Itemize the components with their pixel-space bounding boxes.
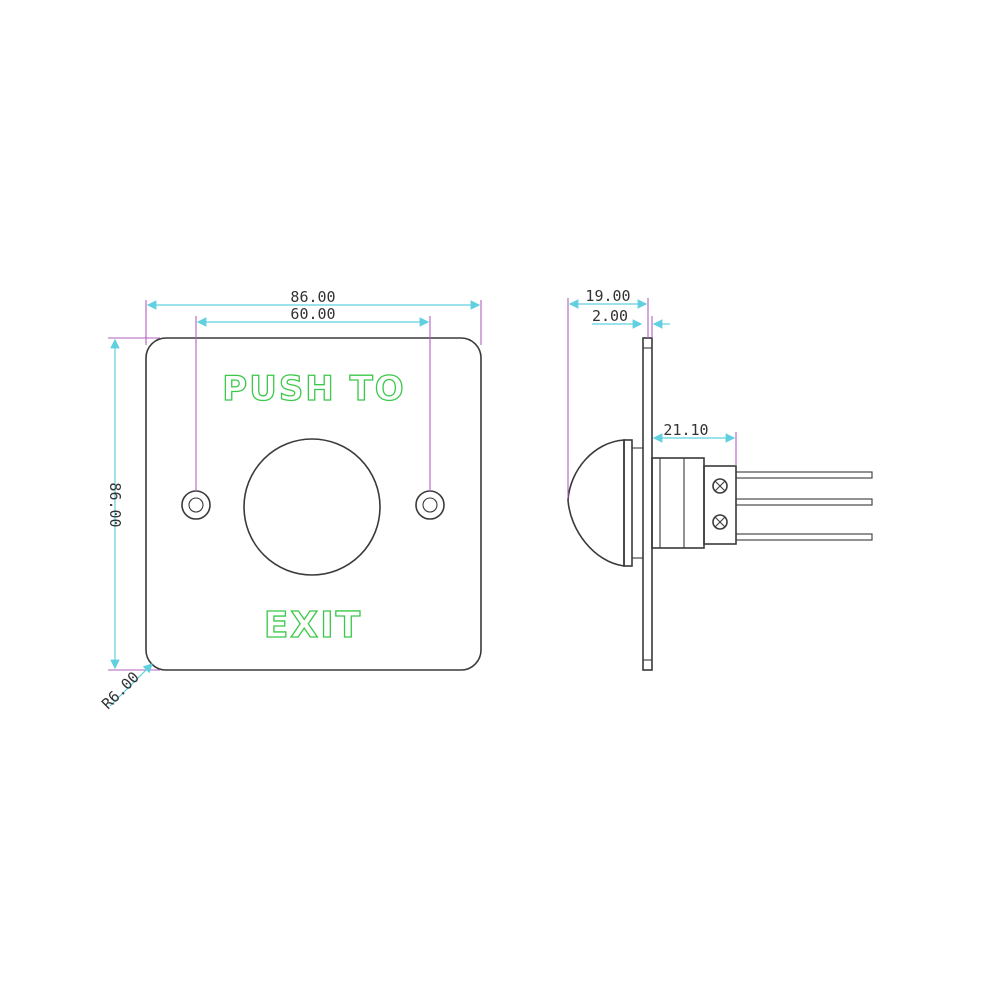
push-button <box>243 438 381 576</box>
terminal-pin-1 <box>735 471 873 479</box>
dimension-body-depth: 21.10 <box>652 421 737 466</box>
dimension-plate-thickness: 2.00 <box>592 307 670 338</box>
cap-flange <box>623 439 633 567</box>
plate-legend-top: PUSH TO <box>222 369 405 409</box>
dim-label-plate-thickness: 2.00 <box>592 307 628 325</box>
terminal-screw-top <box>712 478 728 494</box>
screw-hole-right <box>415 490 445 520</box>
dim-label-hole-spacing: 60.00 <box>290 305 335 323</box>
dim-label-body-depth: 21.10 <box>663 421 708 439</box>
dimension-corner-radius: R6.00 <box>98 663 153 713</box>
terminal-block <box>703 465 737 545</box>
screw-hole-left <box>181 490 211 520</box>
side-view: 19.00 2.00 21.10 <box>567 287 873 671</box>
dimension-overall-height: 86.00 <box>106 337 160 671</box>
dimension-hole-spacing: 60.00 <box>195 305 431 492</box>
dome-cap <box>567 439 625 567</box>
plate-legend-bottom: EXIT <box>264 605 362 646</box>
dim-label-corner-radius: R6.00 <box>98 668 143 713</box>
dim-label-overall-height: 86.00 <box>106 482 124 527</box>
terminal-screw-bottom <box>712 514 728 530</box>
dim-label-overall-depth: 19.00 <box>585 287 630 305</box>
dim-label-overall-width: 86.00 <box>290 288 335 306</box>
face-plate <box>145 337 482 671</box>
dimension-overall-depth: 19.00 <box>567 287 649 498</box>
terminal-pin-3 <box>735 533 873 541</box>
front-view: PUSH TO EXIT 86.00 60.00 86.00 R6.00 <box>98 288 482 713</box>
side-plate <box>642 337 653 671</box>
terminal-pin-2 <box>735 498 873 506</box>
